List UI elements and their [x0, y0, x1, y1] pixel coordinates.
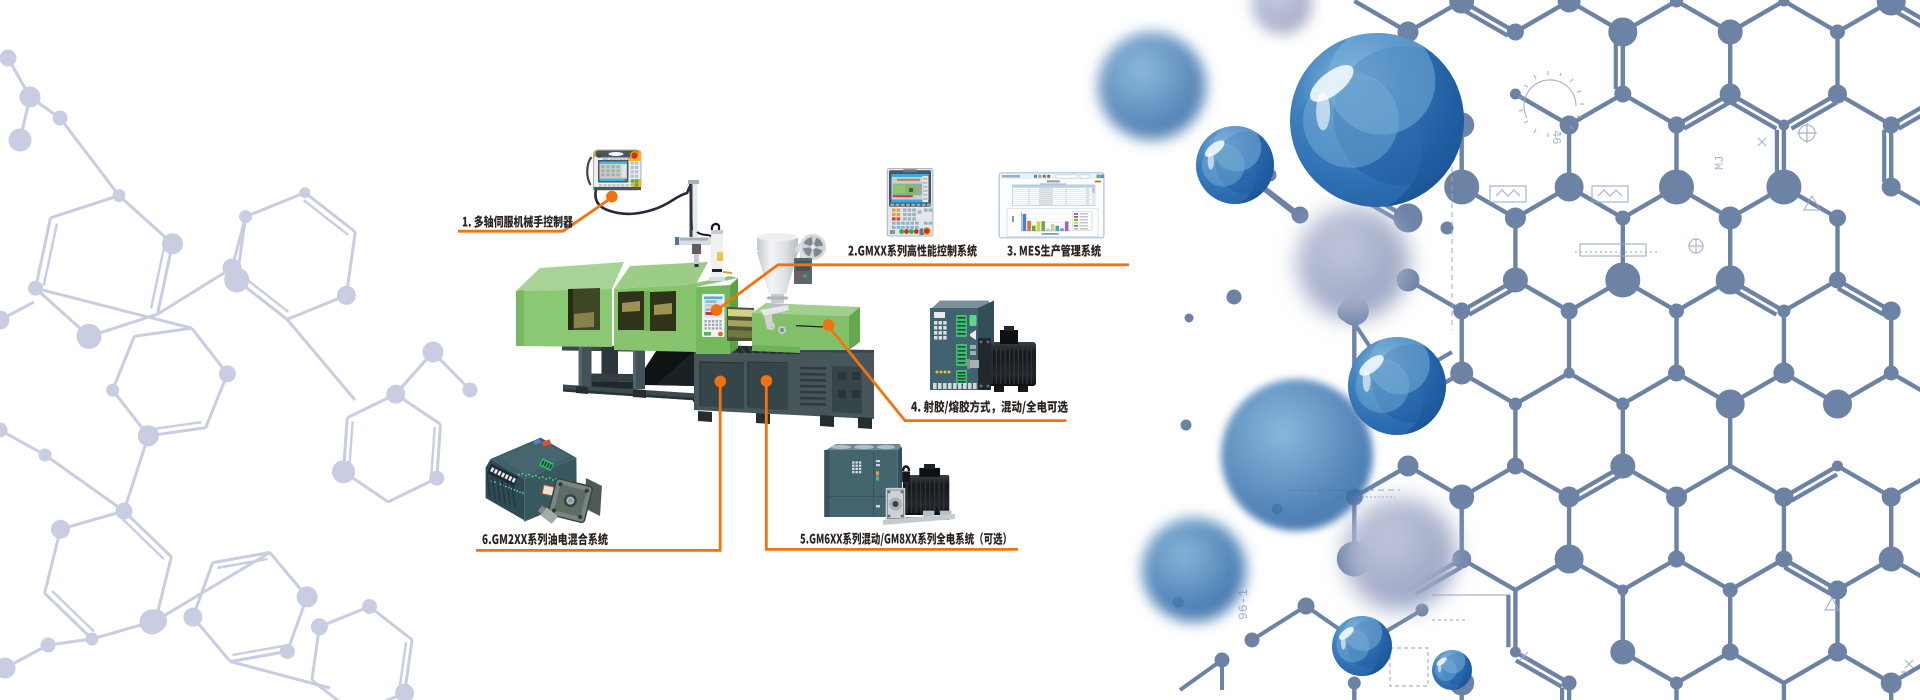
svg-text:46: 46	[1549, 130, 1563, 144]
svg-text:MJ: MJ	[1713, 156, 1727, 170]
svg-text:96-1: 96-1	[1236, 589, 1251, 620]
